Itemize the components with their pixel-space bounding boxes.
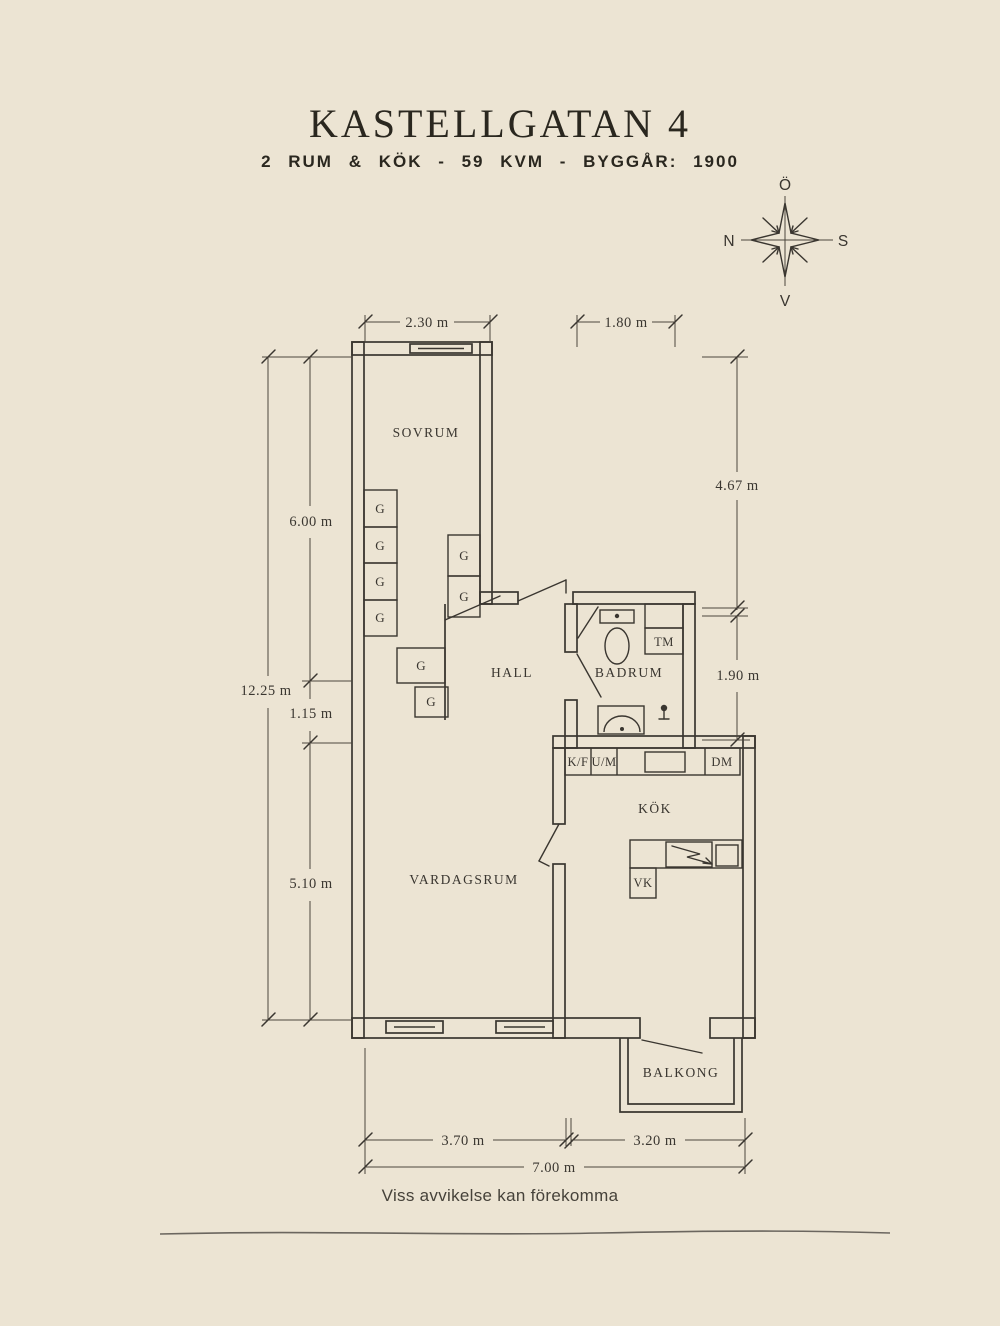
room-label-hall: HALL [491, 665, 533, 680]
compass-rose-icon: Ö S V N [723, 176, 848, 310]
wardrobe-label: G [426, 694, 435, 709]
svg-text:1.15 m: 1.15 m [289, 706, 333, 722]
stove-icon [671, 845, 713, 865]
wardrobe-label: G [416, 658, 425, 673]
disclaimer-text: Viss avvikelse kan förekomma [381, 1186, 619, 1205]
svg-text:1.90 m: 1.90 m [716, 668, 760, 684]
shower-icon [658, 704, 670, 720]
compass-label-east: Ö [779, 176, 791, 194]
window [495, 1020, 554, 1034]
room-label-vardagsrum: VARDAGSRUM [409, 872, 518, 887]
wardrobe-label: G [375, 610, 384, 625]
vk-label: VK [633, 876, 652, 890]
room-label-sovrum: SOVRUM [393, 425, 460, 440]
svg-text:12.25 m: 12.25 m [240, 683, 291, 699]
balkong-walls [619, 1038, 743, 1113]
compass-label-south: S [838, 233, 848, 250]
dimension-left-middle: 1.15 m [289, 681, 352, 750]
page-title: KASTELLGATAN 4 [308, 101, 692, 146]
svg-text:7.00 m: 7.00 m [532, 1160, 576, 1176]
dimension-bottom-right: 3.20 m [571, 1118, 753, 1174]
page-subtitle: 2 RUM & KÖK - 59 KVM - BYGGÅR: 1900 [261, 152, 739, 171]
svg-text:4.67 m: 4.67 m [715, 478, 759, 494]
room-label-badrum: BADRUM [595, 665, 663, 680]
room-label-balkong: BALKONG [643, 1065, 720, 1080]
sink-icon [597, 705, 645, 735]
svg-text:2.30 m: 2.30 m [405, 315, 449, 331]
svg-text:5.10 m: 5.10 m [289, 876, 333, 892]
wardrobe-label: G [375, 501, 384, 516]
kok-door-swing [538, 823, 560, 867]
entry-door-swing [517, 579, 567, 602]
dimension-left-upper: 6.00 m [289, 349, 352, 688]
wardrobe-label: G [459, 548, 468, 563]
dimension-left-total: 12.25 m [240, 349, 352, 1027]
fridge-freezer-label: K/F [568, 755, 589, 769]
dimension-right-upper: 4.67 m [702, 349, 759, 623]
pencil-divider-line [159, 1230, 891, 1235]
balkong-door-swing [641, 1039, 703, 1054]
svg-text:1.80 m: 1.80 m [604, 315, 648, 331]
badrum-corner-wall [577, 606, 599, 639]
svg-text:3.70 m: 3.70 m [441, 1133, 485, 1149]
svg-text:3.20 m: 3.20 m [633, 1133, 677, 1149]
room-label-kok: KÖK [638, 801, 672, 816]
compass-label-north: N [723, 233, 734, 250]
wardrobe-label: G [375, 574, 384, 589]
wardrobe-cabinets: G G G G G G G G [363, 489, 481, 718]
window [409, 343, 473, 354]
window [385, 1020, 444, 1034]
svg-text:6.00 m: 6.00 m [289, 514, 333, 530]
wardrobe-label: G [375, 538, 384, 553]
dimension-badrum-width: 1.80 m [570, 314, 683, 347]
dishwasher-label: DM [711, 755, 732, 769]
kitchen-counter-top: K/F U/M DM [564, 747, 741, 776]
dimension-sovrum-width: 2.30 m [358, 314, 498, 342]
dimension-bottom-left: 3.70 m [358, 1048, 579, 1174]
badrum-door-swing [576, 653, 602, 698]
dimension-right-lower: 1.90 m [702, 616, 760, 747]
toilet-icon [599, 609, 635, 665]
washing-machine: TM [644, 603, 684, 655]
wardrobe-label: G [459, 589, 468, 604]
kitchen-counter-lower: VK [629, 839, 743, 899]
walls [351, 341, 756, 1039]
dimension-left-lower: 5.10 m [289, 743, 333, 1027]
dimension-bottom-total: 7.00 m [358, 1159, 753, 1176]
washing-machine-label: TM [654, 635, 674, 649]
oven-micro-label: U/M [591, 755, 616, 769]
compass-label-west: V [780, 293, 791, 310]
sovrum-door-swing [444, 595, 501, 621]
